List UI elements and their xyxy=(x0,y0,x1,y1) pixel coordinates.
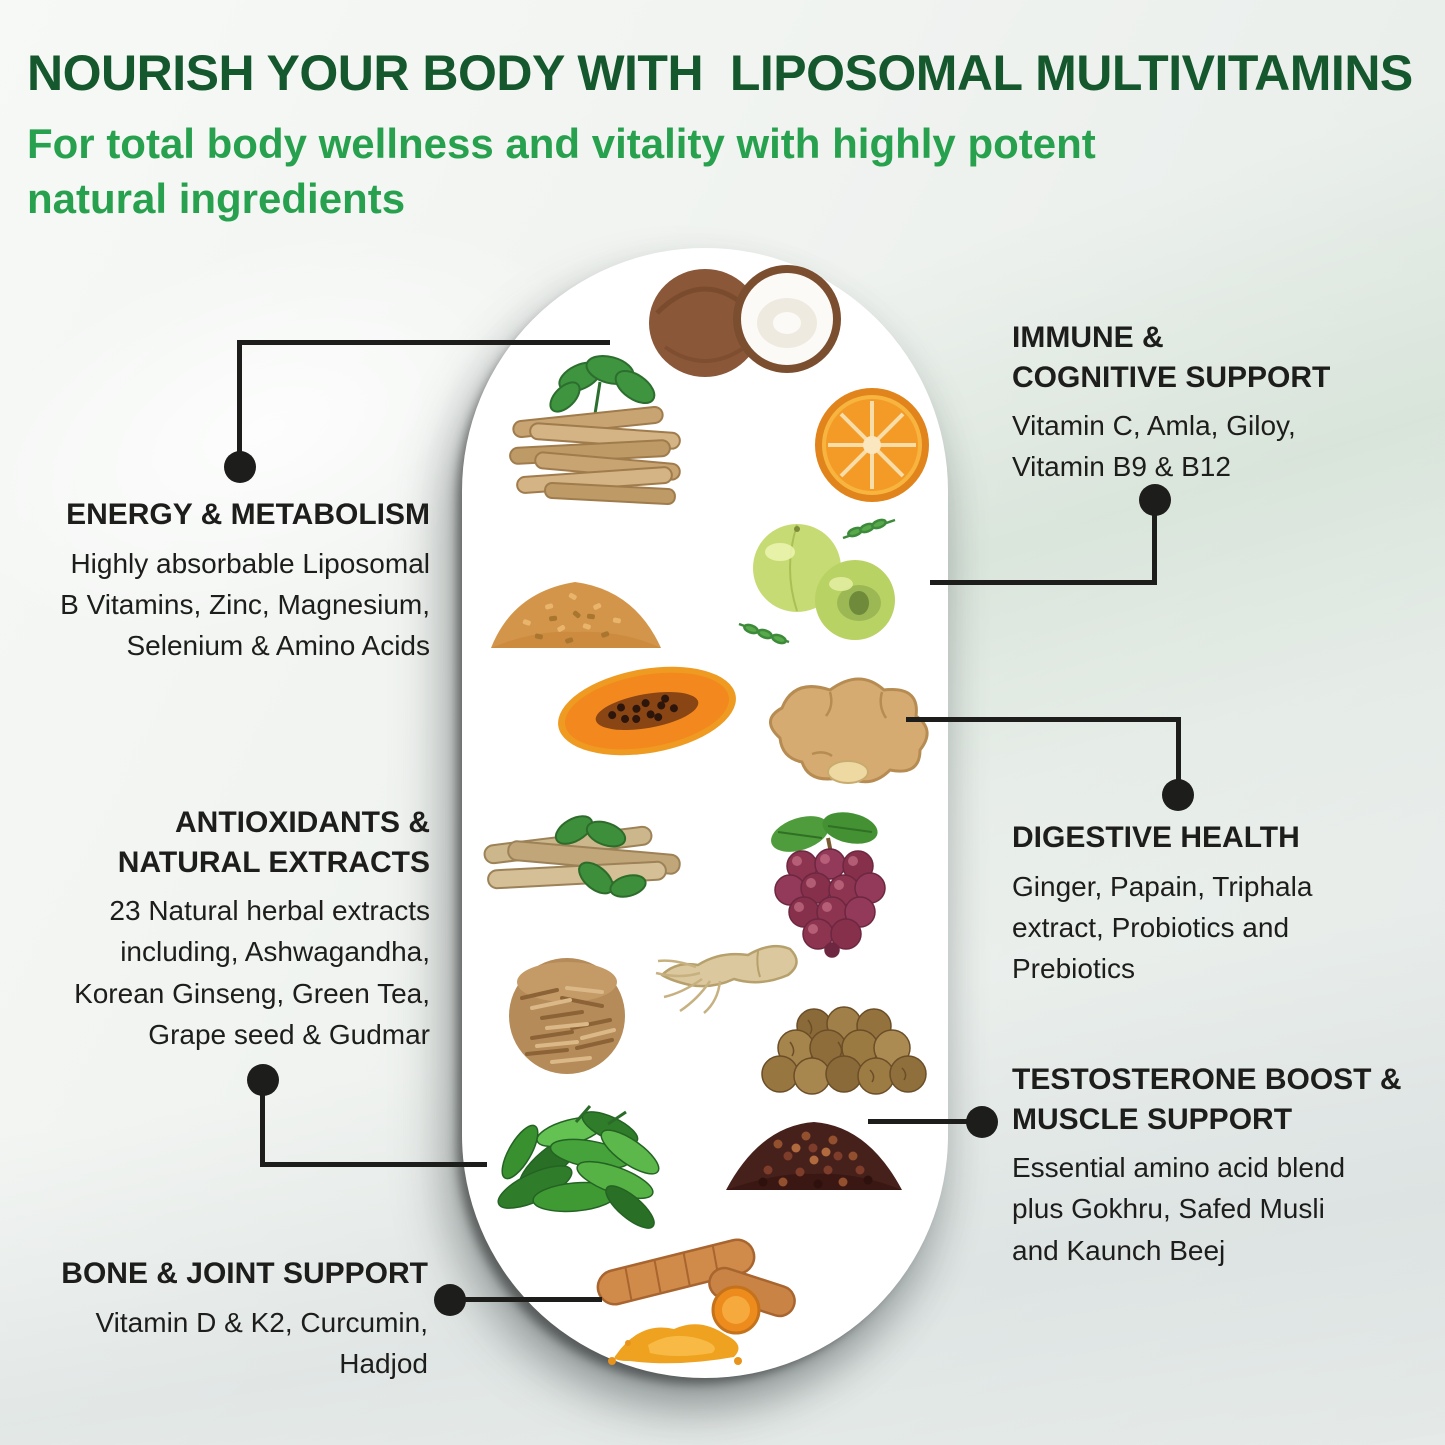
callout-body: Essential amino acid blend plus Gokhru, … xyxy=(1012,1152,1346,1266)
callout-antioxidants-extracts: ANTIOXIDANTS & NATURAL EXTRACTS 23 Natur… xyxy=(38,803,430,1055)
ashwagandha-roots-image xyxy=(505,352,690,515)
connector-line-antioxidants xyxy=(260,1094,265,1167)
triphala-fruits-image xyxy=(752,982,935,1098)
callout-heading: TESTOSTERONE BOOST & MUSCLE SUPPORT xyxy=(1012,1063,1402,1136)
callout-body: Ginger, Papain, Triphala extract, Probio… xyxy=(1012,870,1313,984)
papaya-image xyxy=(552,655,742,768)
callout-digestive-health: DIGESTIVE HEALTH Ginger, Papain, Triphal… xyxy=(1012,818,1392,989)
connector-dot-antioxidants xyxy=(247,1064,279,1096)
orange-slice-image xyxy=(810,385,935,505)
callout-body: Vitamin D & K2, Curcumin, Hadjod xyxy=(95,1306,429,1379)
wood-chips-pile-image xyxy=(482,928,652,1078)
page-title: NOURISH YOUR BODY WITH LIPOSOMAL MULTIVI… xyxy=(27,45,1413,101)
callout-testosterone-muscle: TESTOSTERONE BOOST & MUSCLE SUPPORT Esse… xyxy=(1012,1060,1442,1271)
callout-heading: DIGESTIVE HEALTH xyxy=(1012,821,1300,854)
callout-heading: ENERGY & METABOLISM xyxy=(66,498,430,531)
connector-dot-digestive xyxy=(1162,779,1194,811)
connector-dot-energy xyxy=(224,451,256,483)
connector-line-digestive xyxy=(1176,717,1181,781)
connector-dot-immune xyxy=(1139,484,1171,516)
fenugreek-seeds-image xyxy=(483,532,668,658)
connector-line-testosterone xyxy=(868,1119,972,1124)
callout-body: Highly absorbable Liposomal B Vitamins, … xyxy=(60,547,430,661)
callout-energy-metabolism: ENERGY & METABOLISM Highly absorbable Li… xyxy=(38,495,430,666)
ashwagandha-sticks-image xyxy=(478,790,690,908)
connector-dot-testosterone xyxy=(966,1106,998,1138)
callout-bone-joint: BONE & JOINT SUPPORT Vitamin D & K2, Cur… xyxy=(28,1254,428,1384)
turmeric-image xyxy=(588,1225,805,1368)
callout-heading: BONE & JOINT SUPPORT xyxy=(61,1257,428,1290)
callout-heading: ANTIOXIDANTS & NATURAL EXTRACTS xyxy=(117,806,430,879)
connector-line-digestive xyxy=(906,717,1181,722)
connector-line-immune xyxy=(930,580,1157,585)
page-subtitle: For total body wellness and vitality wit… xyxy=(27,120,1096,223)
connector-dot-bone xyxy=(434,1284,466,1316)
connector-line-bone xyxy=(462,1297,602,1302)
callout-heading: IMMUNE & COGNITIVE SUPPORT xyxy=(1012,321,1331,394)
kaunch-beej-seeds-image xyxy=(718,1100,908,1196)
connector-line-energy xyxy=(237,340,610,345)
green-tea-leaves-image xyxy=(480,1092,682,1238)
callout-body: Vitamin C, Amla, Giloy, Vitamin B9 & B12 xyxy=(1012,410,1296,483)
ginger-image xyxy=(752,658,938,795)
callout-immune-cognitive: IMMUNE & COGNITIVE SUPPORT Vitamin C, Am… xyxy=(1012,318,1432,488)
amla-image xyxy=(725,508,905,652)
capsule-ingredients-panel xyxy=(462,248,948,1378)
connector-line-immune xyxy=(1152,514,1157,585)
connector-line-antioxidants xyxy=(260,1162,487,1167)
callout-body: 23 Natural herbal extracts including, As… xyxy=(74,895,430,1050)
connector-line-energy xyxy=(237,340,242,455)
